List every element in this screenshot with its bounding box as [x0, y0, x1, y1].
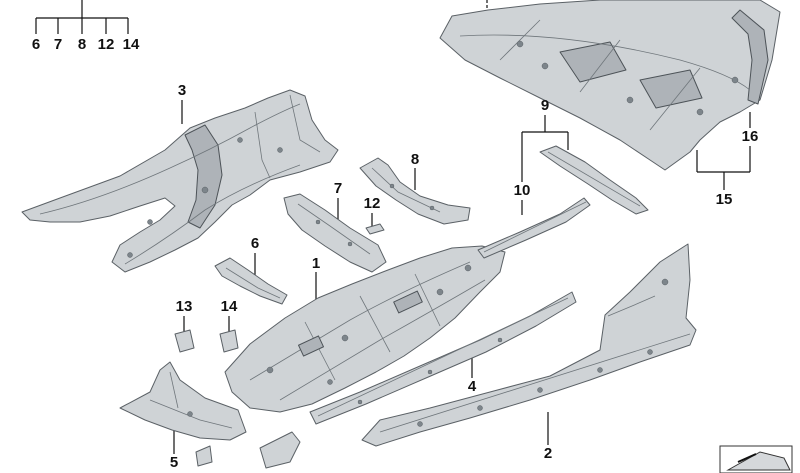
part-10-rail [477, 197, 591, 259]
callout-9: 9 [540, 97, 550, 114]
rear-parcel-shelf [439, 0, 781, 171]
part-13-bracket [174, 329, 195, 353]
part-5-bracket [119, 361, 247, 441]
callout-group-12: 12 [97, 36, 115, 53]
callout-8: 8 [410, 151, 420, 168]
callout-15: 15 [715, 191, 733, 208]
callout-12: 12 [363, 195, 381, 212]
part-bottom-bracket [259, 431, 301, 469]
callout-3: 3 [177, 82, 187, 99]
callout-1: 1 [311, 255, 321, 272]
callout-10: 10 [513, 182, 531, 199]
callout-group-8: 8 [77, 36, 87, 53]
part-6-bracket [214, 257, 288, 305]
part-8-bracket [359, 157, 471, 225]
part-12-clip [365, 223, 385, 235]
callout-group-6: 6 [31, 36, 41, 53]
part-14-bracket [219, 329, 239, 353]
part-9-rail [539, 145, 649, 215]
part-3-front-frame [21, 89, 339, 273]
callout-2: 2 [543, 445, 553, 462]
callout-14: 14 [220, 298, 238, 315]
callout-16: 16 [741, 128, 759, 145]
leader-lines [35, 0, 751, 454]
arrow-panel-icon [719, 445, 793, 473]
callout-5: 5 [169, 454, 179, 471]
callout-group-7: 7 [53, 36, 63, 53]
callout-6: 6 [250, 235, 260, 252]
callout-4: 4 [467, 378, 477, 395]
part-small-bracket [195, 445, 213, 467]
part-4-sill [309, 291, 577, 425]
part-7-bracket [283, 193, 387, 273]
callout-13: 13 [175, 298, 193, 315]
callout-group-14: 14 [122, 36, 140, 53]
callout-7: 7 [333, 180, 343, 197]
part-1-floor-pan [224, 245, 506, 413]
part-2-side-sill [361, 243, 697, 447]
